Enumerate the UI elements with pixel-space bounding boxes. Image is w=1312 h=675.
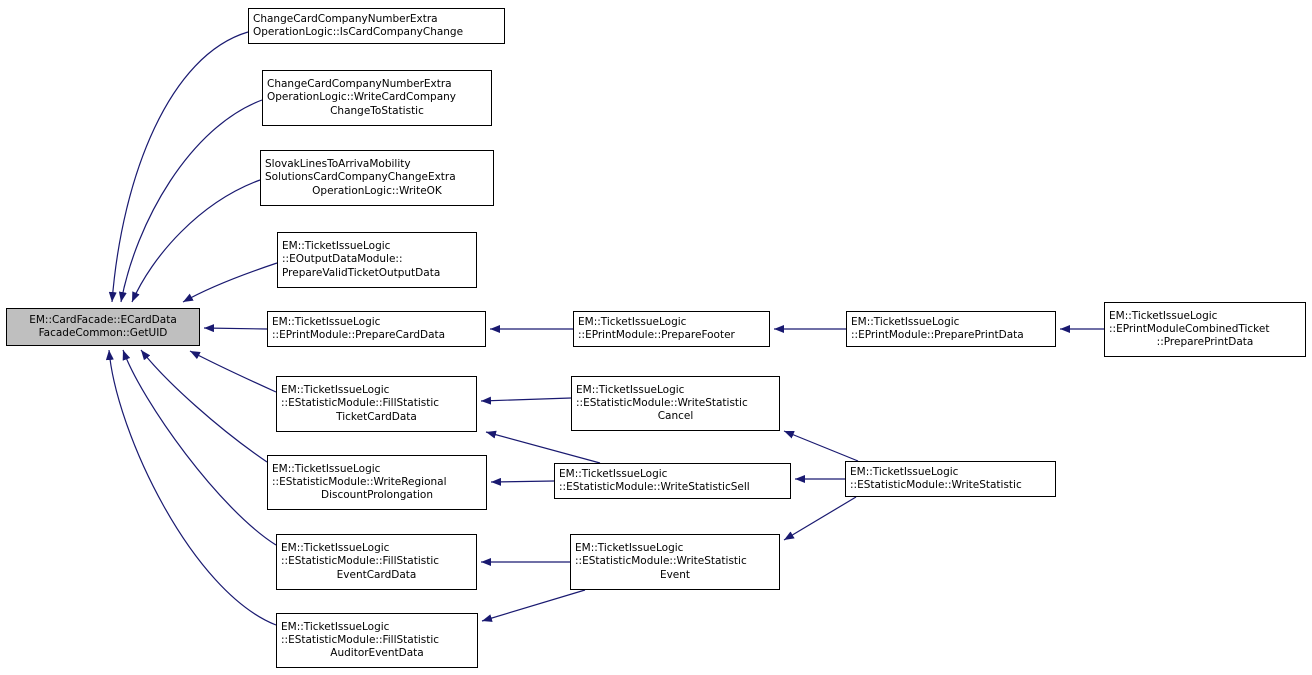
edge-writeregional-to-getuid [140,349,268,463]
node-label-line: SlovakLinesToArrivaMobility [265,158,411,171]
node-label-line: ::PreparePrintData [1156,336,1254,349]
node-label-line: EM::TicketIssueLogic [1109,309,1218,322]
node-label-line: ::EOutputDataModule:: [282,253,403,266]
node-writestatistic[interactable]: EM::TicketIssueLogic ::EStatisticModule:… [845,461,1056,497]
node-label-line: ChangeToStatistic [330,104,424,117]
node-label-line: ::EStatisticModule::WriteStatisticSell [559,481,750,493]
node-prepareprintdata[interactable]: EM::TicketIssueLogic ::EPrintModule::Pre… [846,311,1056,347]
node-label-line: ::EStatisticModule::FillStatistic [281,633,440,646]
node-writeregionaldiscountprolongation[interactable]: EM::TicketIssueLogic ::EStatisticModule:… [267,455,487,510]
node-label-line: EM::TicketIssueLogic [272,315,381,328]
node-label-line: EM::TicketIssueLogic [272,462,381,475]
node-label-line: OperationLogic::IsCardCompanyChange [253,26,464,38]
edge-fillstatisticeventcarddata-to-getuid [122,349,277,546]
edge-preparevalidticketoutputdata-to-getuid [182,262,278,303]
node-label-line: EM::TicketIssueLogic [281,620,390,633]
node-preparecarddata[interactable]: EM::TicketIssueLogic ::EPrintModule::Pre… [267,311,486,347]
node-label-line: DiscountProlongation [321,489,433,502]
edge-writestatisticsell-to-fillstatisticticket [485,430,601,464]
node-writestatisticevent[interactable]: EM::TicketIssueLogic ::EStatisticModule:… [570,534,780,590]
node-label-line: Cancel [657,410,694,423]
node-getuid: EM::CardFacade::ECardData FacadeCommon::… [6,308,200,346]
node-writestatisticcancel[interactable]: EM::TicketIssueLogic ::EStatisticModule:… [571,376,780,431]
node-writestatisticsell[interactable]: EM::TicketIssueLogic ::EStatisticModule:… [554,463,791,499]
node-label-line: ::EPrintModule::PrepareCardData [272,329,446,341]
node-label-line: PrepareValidTicketOutputData [282,266,441,279]
edge-writecardcompanychange-to-getuid [118,99,263,303]
node-label-line: EM::TicketIssueLogic [281,542,390,555]
node-label-line: ::EStatisticModule::FillStatistic [281,397,440,410]
node-combinedprepareprintdata[interactable]: EM::TicketIssueLogic ::EPrintModuleCombi… [1104,302,1306,357]
edge-fillstatisticauditoreventdata-to-getuid [105,349,277,626]
edge-writestatisticevent-to-fillstatisticauditor [481,589,586,622]
node-label-line: ChangeCardCompanyNumberExtra [267,78,452,91]
node-preparevalidticketoutputdata[interactable]: EM::TicketIssueLogic ::EOutputDataModule… [277,232,477,288]
node-fillstatisticticketcarddata[interactable]: EM::TicketIssueLogic ::EStatisticModule:… [276,376,477,432]
node-label-line: OperationLogic::WriteCardCompany [267,91,457,104]
node-label-line: EM::TicketIssueLogic [578,315,687,328]
edge-writestatistic-to-writestatisticcancel [783,430,859,462]
node-label-line: AuditorEventData [330,647,424,660]
node-label-line: ::EPrintModuleCombinedTicket [1109,322,1270,335]
node-label-line: EM::TicketIssueLogic [282,240,391,253]
node-fillstatisticauditoreventdata[interactable]: EM::TicketIssueLogic ::EStatisticModule:… [276,613,478,668]
node-slovakwriteok[interactable]: SlovakLinesToArrivaMobility SolutionsCar… [260,150,494,206]
edge-writestatisticcancel-to-fillstatisticticket [480,396,572,405]
node-label-line: EM::TicketIssueLogic [576,383,685,396]
edge-writestatisticsell-to-writeregional [490,477,555,486]
node-fillstatisticeventcarddata[interactable]: EM::TicketIssueLogic ::EStatisticModule:… [276,534,477,590]
node-label-line: ::EStatisticModule::FillStatistic [281,555,440,568]
node-label-line: ::EStatisticModule::WriteStatistic [575,555,747,568]
node-label-line: EventCardData [336,568,417,581]
node-iscardcompanychange[interactable]: ChangeCardCompanyNumberExtra OperationLo… [248,8,505,44]
edge-iscardcompanychange-to-getuid [108,31,249,303]
node-preparefooter[interactable]: EM::TicketIssueLogic ::EPrintModule::Pre… [573,311,770,347]
node-label-line: EM::TicketIssueLogic [851,315,960,328]
node-label-line: ::EStatisticModule::WriteStatistic [576,396,748,409]
edge-slovakwriteok-to-getuid [131,179,261,303]
node-label-line: ::EStatisticModule::WriteStatistic [850,479,1022,491]
node-label-line: EM::TicketIssueLogic [575,542,684,555]
edge-preparecarddata-to-getuid [203,324,268,333]
node-label-line: Event [659,568,691,581]
node-label-line: ::EStatisticModule::WriteRegional [272,475,447,488]
node-label-line: TicketCardData [336,410,417,423]
node-label-line: EM::TicketIssueLogic [281,384,390,397]
node-label-line: OperationLogic::WriteOK [312,184,442,197]
node-label-line: EM::CardFacade::ECardData [29,313,177,326]
node-writecardcompanychangetostatistic[interactable]: ChangeCardCompanyNumberExtra OperationLo… [262,70,492,126]
edge-writestatistic-to-writestatisticevent [783,496,857,541]
node-label-line: ChangeCardCompanyNumberExtra [253,12,438,25]
node-label-line: ::EPrintModule::PrepareFooter [578,329,735,341]
node-label-line: ::EPrintModule::PreparePrintData [851,329,1024,341]
node-label-line: EM::TicketIssueLogic [559,467,668,480]
node-label-line: SolutionsCardCompanyChangeExtra [265,171,456,184]
node-label-line: EM::TicketIssueLogic [850,465,959,478]
node-label-line: FacadeCommon::GetUID [38,327,168,339]
edge-fillstatisticticketcarddata-to-getuid [189,350,277,393]
